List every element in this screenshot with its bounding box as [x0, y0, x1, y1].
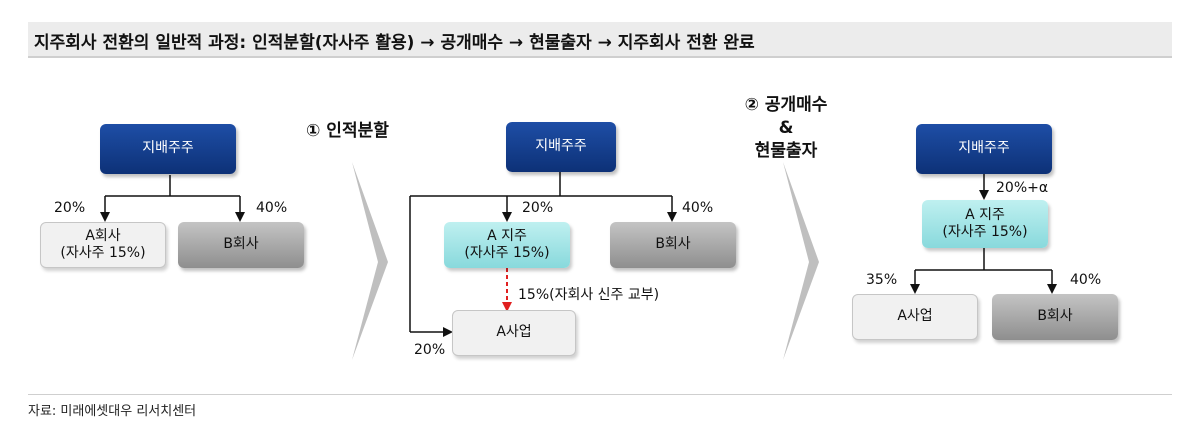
stage2-a-holding-name: A 지주	[487, 227, 527, 244]
footer-divider	[28, 394, 1172, 395]
chevron-arrow-1	[352, 162, 388, 360]
stage3-a-business-box: A사업	[852, 294, 978, 340]
stage3-pct-biz: 35%	[866, 272, 898, 288]
stage1-a-company-box: A회사 (자사주 15%)	[40, 222, 166, 268]
stage2-pct-b: 40%	[682, 200, 714, 216]
stage3-connectors	[910, 174, 1057, 294]
stage1-connectors	[100, 175, 245, 222]
stage2-a-business-name: A사업	[496, 324, 532, 341]
stage1-pct-b: 40%	[256, 200, 288, 216]
stage1-b-company-name: B회사	[223, 236, 259, 253]
stage2-treasury-note: 15%(자회사 신주 교부)	[518, 287, 660, 303]
stage1-parent-label: 지배주주	[142, 140, 194, 157]
stage2-connectors	[409, 172, 677, 337]
step1-label: ① 인적분할	[306, 121, 389, 141]
stage2-a-holding-box: A 지주 (자사주 15%)	[444, 222, 570, 268]
step2-label-line1: ② 공개매수	[744, 95, 828, 115]
stage3-pct-b: 40%	[1070, 272, 1102, 288]
stage2-parent-box: 지배주주	[506, 122, 616, 172]
stage2-b-company-box: B회사	[610, 222, 736, 268]
stage3-a-business-name: A사업	[897, 308, 933, 325]
stage1-b-company-box: B회사	[178, 222, 304, 268]
stage2-a-holding-treasury: (자사주 15%)	[464, 245, 550, 261]
stage2-b-company-name: B회사	[655, 236, 691, 253]
step2-label-line3: 현물출자	[754, 140, 818, 161]
step2-label-line2: &	[778, 117, 794, 138]
stage3-a-holding-treasury: (자사주 15%)	[942, 224, 1028, 240]
stage3-parent-label: 지배주주	[958, 140, 1010, 157]
step2-label: ② 공개매수 & 현물출자	[738, 94, 834, 163]
stage1-pct-a: 20%	[54, 200, 86, 216]
title-bar: 지주회사 전환의 일반적 과정: 인적분할(자사주 활용) → 공개매수 → 현…	[28, 22, 1172, 58]
diagram-title: 지주회사 전환의 일반적 과정: 인적분할(자사주 활용) → 공개매수 → 현…	[34, 33, 755, 53]
stage2-parent-label: 지배주주	[535, 138, 587, 155]
chevron-arrow-2	[783, 162, 819, 360]
stage2-pct-direct: 20%	[414, 342, 446, 358]
stage2-a-business-box: A사업	[452, 310, 576, 356]
stage3-a-holding-name: A 지주	[965, 206, 1005, 223]
stage3-b-company-name: B회사	[1037, 308, 1073, 325]
stage3-a-holding-box: A 지주 (자사주 15%)	[922, 200, 1048, 248]
stage3-b-company-box: B회사	[992, 294, 1118, 340]
stage2-pct-a: 20%	[522, 200, 554, 216]
stage1-a-company-name: A회사	[85, 227, 121, 244]
stage3-parent-box: 지배주주	[916, 124, 1052, 174]
source-note: 자료: 미래에셋대우 리서치센터	[28, 404, 197, 419]
stage3-pct-holding: 20%+α	[996, 180, 1049, 196]
stage1-a-company-treasury: (자사주 15%)	[60, 245, 146, 261]
stage1-parent-box: 지배주주	[100, 124, 236, 174]
